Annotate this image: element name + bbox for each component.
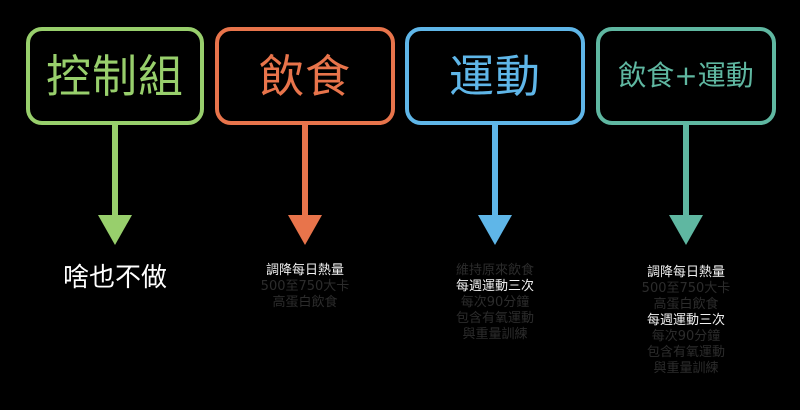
group-box-exercise: 運動 (405, 27, 585, 125)
description-line: 調降每日熱量 (265, 263, 344, 278)
description-line: 500至750大卡 (641, 281, 731, 296)
group-title-diet-exercise: 飲食+運動 (618, 59, 754, 92)
group-box-diet: 飲食 (215, 27, 395, 125)
description-line: 調降每日熱量 (646, 265, 725, 280)
group-description-control: 啥也不做 (40, 256, 190, 300)
arrow-down-icon (288, 125, 322, 245)
description-line: 每次90分鐘 (651, 329, 721, 344)
description-line: 啥也不做 (62, 263, 167, 293)
description-line: 與重量訓練 (462, 327, 528, 342)
group-description-diet: 調降每日熱量 500至750大卡 高蛋白飲食 (235, 263, 375, 311)
description-line: 維持原來飲食 (455, 263, 534, 278)
arrow-down-icon (669, 125, 703, 245)
description-line: 包含有氧運動 (646, 345, 725, 360)
description-line: 500至750大卡 (260, 279, 350, 294)
description-line: 包含有氧運動 (455, 311, 534, 326)
group-title-exercise: 運動 (448, 49, 541, 103)
group-box-control: 控制組 (26, 27, 204, 125)
description-line: 高蛋白飲食 (272, 295, 338, 310)
description-line: 每週運動三次 (646, 313, 725, 328)
group-title-diet: 飲食 (258, 49, 351, 103)
group-description-exercise: 維持原來飲食 每週運動三次 每次90分鐘 包含有氧運動 與重量訓練 (425, 263, 565, 343)
group-box-diet-exercise: 飲食+運動 (596, 27, 776, 125)
description-line: 高蛋白飲食 (653, 297, 719, 312)
group-title-control: 控制組 (45, 49, 184, 103)
description-line: 每週運動三次 (455, 279, 534, 294)
arrow-down-icon (98, 125, 132, 245)
description-line: 與重量訓練 (653, 361, 719, 376)
group-description-diet-exercise: 調降每日熱量 500至750大卡 高蛋白飲食 每週運動三次 每次90分鐘 包含有… (616, 265, 756, 377)
arrow-down-icon (478, 125, 512, 245)
description-line: 每次90分鐘 (460, 295, 530, 310)
